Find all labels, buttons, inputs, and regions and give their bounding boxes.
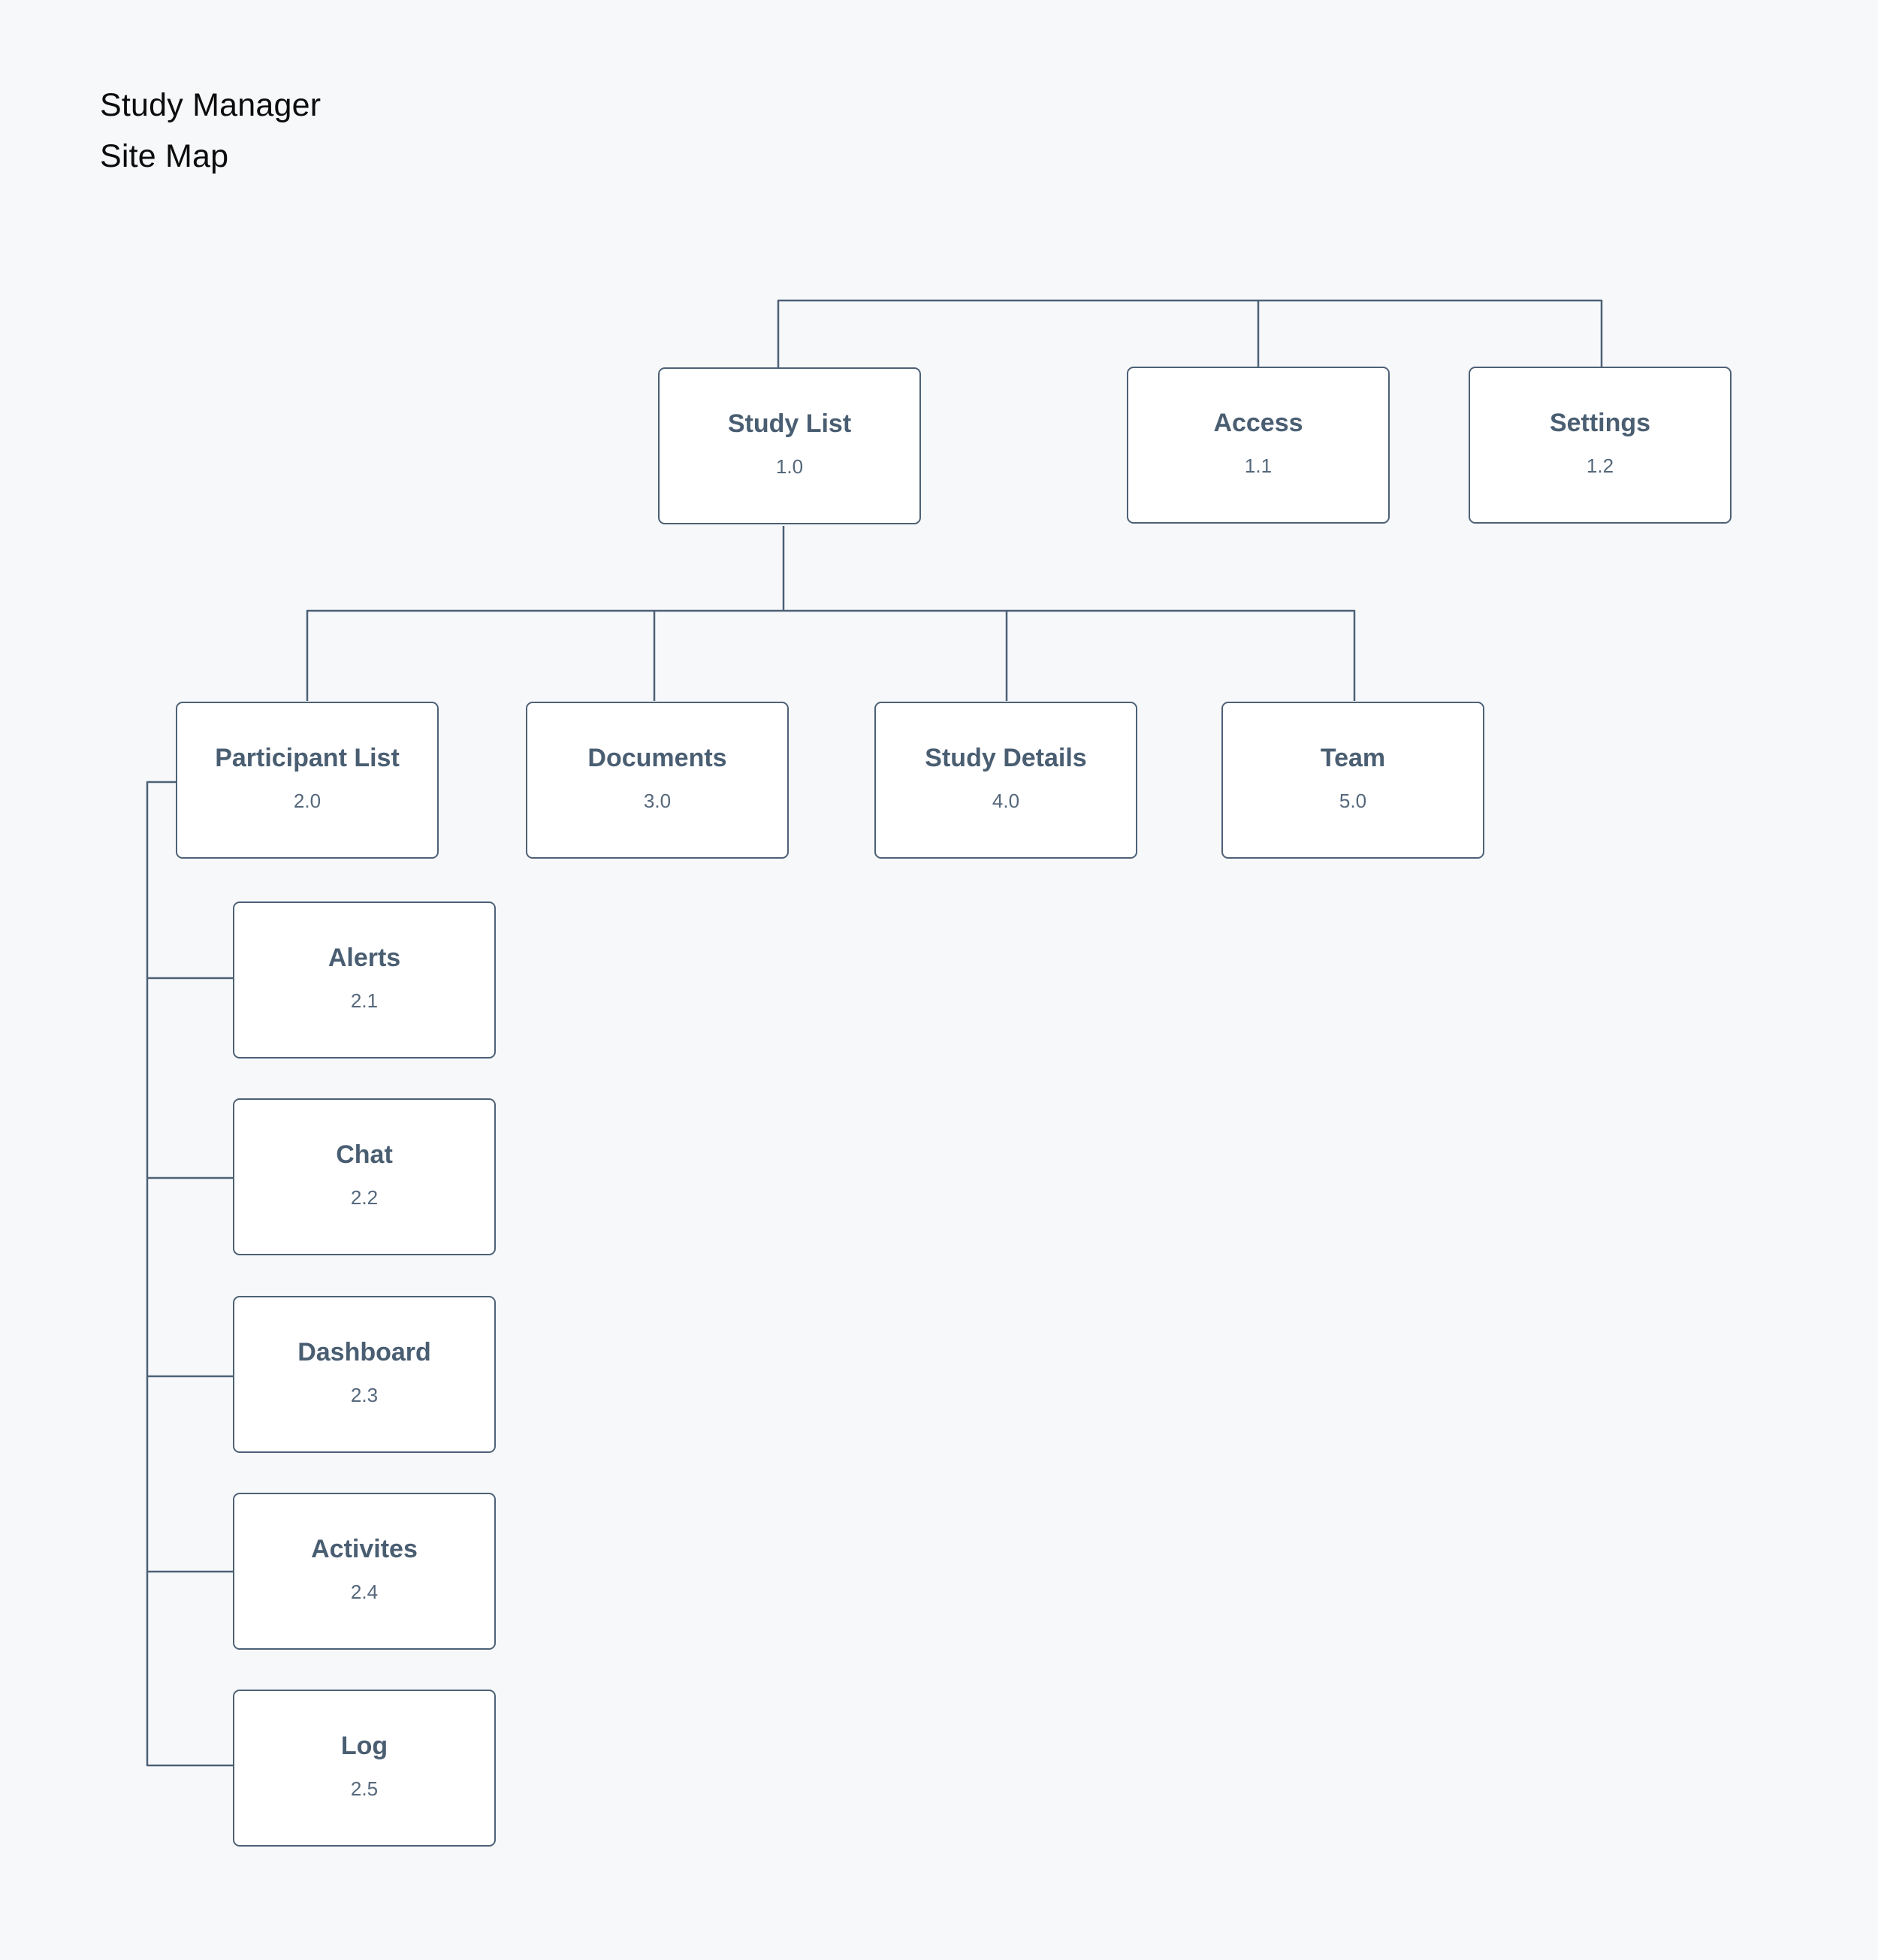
node-label: Documents <box>587 743 727 772</box>
node-label: Alerts <box>328 943 401 972</box>
connector-level2-bar <box>306 609 1356 701</box>
node-log[interactable]: Log 2.5 <box>233 1690 496 1847</box>
title-line-2: Site Map <box>100 138 229 174</box>
diagram-title: Study Manager Site Map <box>100 80 321 182</box>
node-number: 1.2 <box>1586 454 1614 477</box>
node-documents[interactable]: Documents 3.0 <box>526 702 789 859</box>
node-number: 2.4 <box>350 1580 379 1603</box>
node-dashboard[interactable]: Dashboard 2.3 <box>233 1296 496 1453</box>
node-label: Team <box>1320 743 1386 772</box>
node-number: 3.0 <box>643 789 672 812</box>
node-alerts[interactable]: Alerts 2.1 <box>233 901 496 1059</box>
node-chat[interactable]: Chat 2.2 <box>233 1098 496 1255</box>
node-participant-list[interactable]: Participant List 2.0 <box>176 702 439 859</box>
node-label: Activites <box>311 1534 418 1563</box>
node-number: 4.0 <box>992 789 1020 812</box>
node-label: Participant List <box>215 743 400 772</box>
connector-participant-spine <box>146 781 233 1767</box>
node-team[interactable]: Team 5.0 <box>1221 702 1484 859</box>
node-access[interactable]: Access 1.1 <box>1127 367 1390 524</box>
node-label: Study List <box>727 409 852 438</box>
node-study-list[interactable]: Study List 1.0 <box>658 367 921 524</box>
node-number: 2.0 <box>293 789 322 812</box>
node-number: 1.0 <box>775 455 804 478</box>
node-activites[interactable]: Activites 2.4 <box>233 1493 496 1650</box>
node-label: Dashboard <box>297 1337 431 1367</box>
title-line-1: Study Manager <box>100 87 322 123</box>
node-number: 2.2 <box>350 1185 379 1209</box>
node-number: 2.3 <box>350 1383 379 1406</box>
node-label: Access <box>1213 408 1303 437</box>
node-label: Settings <box>1549 408 1651 437</box>
node-number: 2.5 <box>350 1777 379 1800</box>
node-label: Study Details <box>925 743 1087 772</box>
node-number: 2.1 <box>350 989 379 1012</box>
node-label: Chat <box>336 1140 393 1169</box>
connector-root-bar <box>777 299 1603 368</box>
node-settings[interactable]: Settings 1.2 <box>1469 367 1732 524</box>
node-label: Log <box>340 1731 388 1760</box>
node-number: 5.0 <box>1339 789 1367 812</box>
node-study-details[interactable]: Study Details 4.0 <box>874 702 1137 859</box>
node-number: 1.1 <box>1244 454 1273 477</box>
